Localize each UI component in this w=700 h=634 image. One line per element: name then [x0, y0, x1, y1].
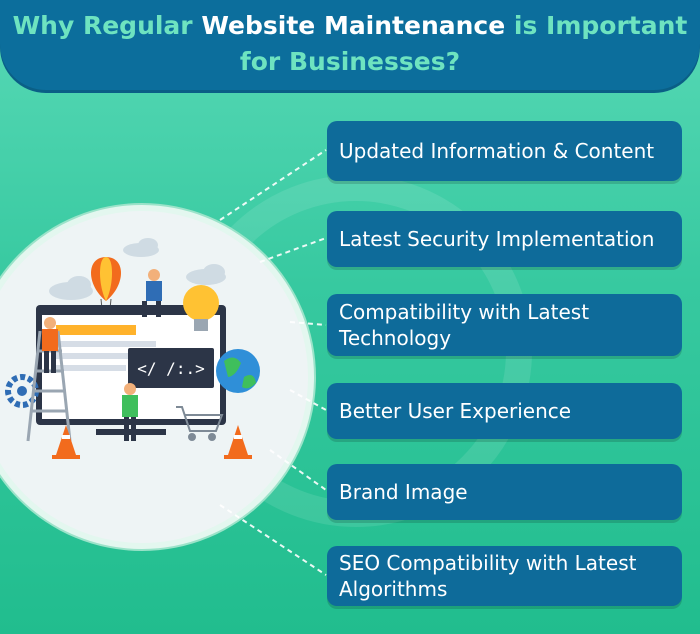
benefit-card-2: Latest Security Implementation	[327, 211, 682, 267]
traffic-cone-icon	[52, 425, 80, 459]
traffic-cone-icon	[224, 425, 252, 459]
title-part: is Important	[505, 11, 688, 40]
worker-icon	[142, 269, 162, 317]
code-box: </ /:.>	[128, 348, 214, 388]
benefit-label: Better User Experience	[339, 399, 572, 423]
benefit-label: Latest Security Implementation	[339, 227, 655, 251]
globe-icon	[216, 349, 260, 393]
illustration-circle: </ /:.>	[0, 205, 314, 549]
lightbulb-icon	[183, 285, 219, 331]
benefit-card-5: Brand Image	[327, 464, 682, 520]
page-title-line2: for Businesses?	[239, 47, 461, 76]
benefit-label: SEO Compatibility with Latest Algorithms	[339, 551, 637, 601]
title-highlight: Website Maintenance	[201, 11, 506, 40]
benefit-card-6: SEO Compatibility with Latest Algorithms	[327, 546, 682, 606]
benefit-label: Updated Information & Content	[339, 139, 655, 163]
benefit-card-4: Better User Experience	[327, 383, 682, 439]
benefit-label: Brand Image	[339, 480, 468, 504]
benefit-card-1: Updated Information & Content	[327, 121, 682, 181]
title-part: Why Regular	[12, 11, 202, 40]
shopping-cart-icon	[176, 406, 224, 441]
ladder-icon	[26, 330, 72, 442]
header-banner: Why Regular Website Maintenance is Impor…	[0, 0, 700, 90]
code-tag-text: </ /:.>	[137, 359, 204, 378]
benefit-label: Compatibility with Latest Technology	[339, 300, 590, 350]
worker-icon	[42, 317, 58, 373]
cloud-icon	[49, 238, 226, 300]
benefit-card-3: Compatibility with Latest Technology	[327, 294, 682, 356]
illustration-svg: </ /:.>	[5, 238, 260, 459]
worker-icon	[122, 383, 138, 441]
page-title-line1: Why Regular Website Maintenance is Impor…	[0, 8, 700, 44]
